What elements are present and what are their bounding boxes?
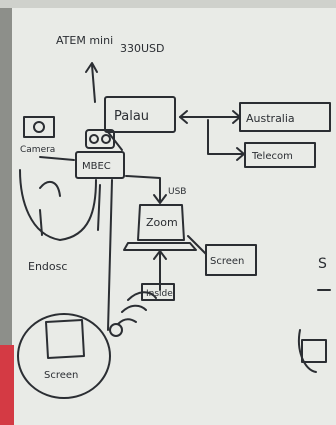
signal-wave [127, 291, 157, 301]
board-left-edge [0, 0, 12, 425]
camera-to-mbec-line [39, 156, 75, 161]
mbec-vertical-link [107, 179, 113, 331]
screen-bottom-oval [17, 313, 111, 399]
endoscope-tube [39, 209, 43, 236]
screen-right-label: Screen [210, 256, 244, 267]
edge-letter: S [318, 256, 327, 272]
endosc-label: Endosc [28, 260, 67, 273]
endoscope-outline [19, 169, 97, 241]
mbec-palau-link [107, 131, 123, 151]
camera-label: Camera [20, 145, 55, 155]
australia-label: Australia [246, 112, 295, 125]
screen-right-box [205, 244, 257, 276]
arrow-head-atem [85, 62, 98, 73]
telecom-box [244, 142, 316, 168]
palau-label: Palau [114, 109, 149, 124]
palau-box [104, 96, 176, 133]
camera-box [23, 116, 55, 138]
usb-label: USB [168, 187, 186, 197]
atem-mini-label: ATEM mini [56, 34, 113, 47]
screen-bottom-device [45, 319, 85, 359]
mbec-zoom-link [125, 175, 161, 203]
palau-telecom-link [207, 119, 245, 155]
zoom-laptop-base [123, 242, 197, 251]
inside-label: Inside [146, 289, 173, 299]
arrow-head-zoom [153, 194, 167, 204]
zoom-screen-link [187, 235, 207, 255]
australia-box [239, 102, 331, 132]
board-top-edge [0, 0, 336, 8]
device-lens [89, 134, 99, 144]
signal-wave [121, 304, 147, 313]
red-marker-edge [0, 345, 14, 425]
arrow-to-atem [91, 64, 96, 103]
price-label: 330USD [120, 42, 165, 55]
mbec-box [75, 151, 125, 179]
arrow-head-inside [153, 250, 167, 260]
screen-bottom-label: Screen [44, 370, 78, 381]
mbec-label: MBEC [82, 161, 111, 172]
camera-lens-icon [33, 121, 45, 133]
partial-box-right [301, 339, 327, 363]
mic-icon [109, 323, 123, 337]
zoom-laptop-screen [137, 204, 185, 241]
arrow-head-left [179, 110, 188, 124]
zoom-label: Zoom [146, 216, 178, 229]
endoscope-to-mbec [97, 184, 101, 231]
telecom-label: Telecom [251, 151, 293, 162]
device-lens [101, 134, 111, 144]
endoscope-loop [39, 180, 61, 197]
signal-wave [117, 318, 137, 325]
